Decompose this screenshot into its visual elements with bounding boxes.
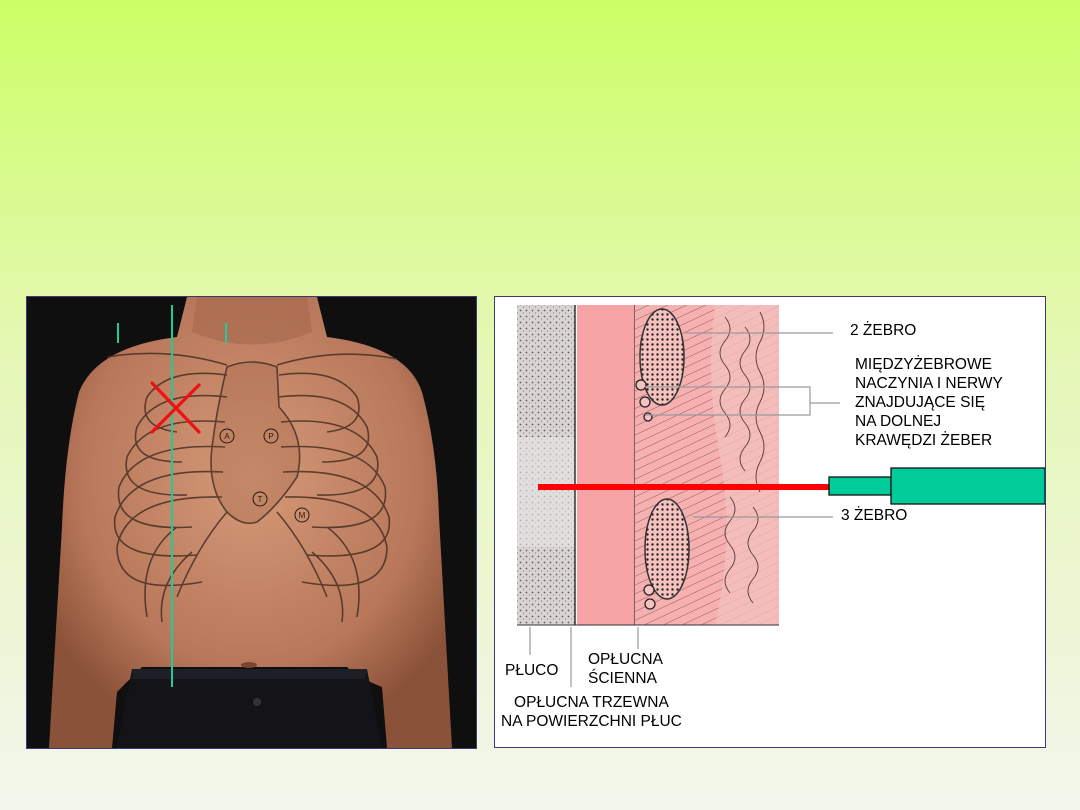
vessels-line-2: NACZYNIA I NERWY bbox=[855, 375, 1003, 392]
rib-2-section bbox=[639, 308, 685, 406]
marker-a: A bbox=[224, 432, 230, 441]
parietal-line-2: ŚCIENNA bbox=[588, 670, 657, 687]
marker-p: P bbox=[268, 432, 273, 441]
intercostal-vessels bbox=[635, 379, 656, 610]
label-rib-3: 3 ŻEBRO bbox=[841, 507, 908, 524]
label-visceral-pleura: OPŁUCNA TRZEWNA NA POWIERZCHNI PŁUC bbox=[501, 693, 682, 731]
chest-wall-diagram-panel: 2 ŻEBRO MIĘDZYŻEBROWE NACZYNIA I NERWY Z… bbox=[494, 296, 1046, 748]
needle bbox=[538, 484, 830, 490]
rib-3-section bbox=[644, 498, 690, 600]
label-rib-2: 2 ŻEBRO bbox=[850, 322, 917, 339]
label-lung: PŁUCO bbox=[505, 662, 559, 679]
insertion-point-x-mark bbox=[150, 381, 201, 434]
syringe bbox=[828, 467, 1045, 505]
valve-markers bbox=[219, 428, 310, 523]
pleural-layer bbox=[577, 305, 635, 625]
visceral-line-2: NA POWIERZCHNI PŁUC bbox=[501, 713, 682, 730]
label-intercostal-vessels: MIĘDZYŻEBROWE NACZYNIA I NERWY ZNAJDUJĄC… bbox=[855, 355, 1003, 450]
vessels-line-4: NA DOLNEJ bbox=[855, 413, 942, 430]
visceral-line-1: OPŁUCNA TRZEWNA bbox=[514, 694, 669, 711]
marker-t: T bbox=[258, 495, 263, 504]
chest-wall-diagram bbox=[517, 305, 1045, 687]
midclavicular-line bbox=[117, 305, 227, 687]
label-parietal-pleura: OPŁUCNA ŚCIENNA bbox=[588, 650, 663, 688]
rib-cage-outline bbox=[106, 352, 398, 623]
vessels-line-1: MIĘDZYŻEBROWE bbox=[855, 356, 992, 373]
chest-photo-panel: A P T M bbox=[26, 296, 477, 749]
parietal-line-1: OPŁUCNA bbox=[588, 651, 663, 668]
vessels-line-3: ZNAJDUJĄCE SIĘ bbox=[855, 394, 986, 411]
vessels-line-5: KRAWĘDZI ŻEBER bbox=[855, 432, 993, 449]
chest-photo: A P T M bbox=[27, 297, 476, 748]
marker-m: M bbox=[299, 511, 306, 520]
leader-lines bbox=[529, 332, 840, 687]
